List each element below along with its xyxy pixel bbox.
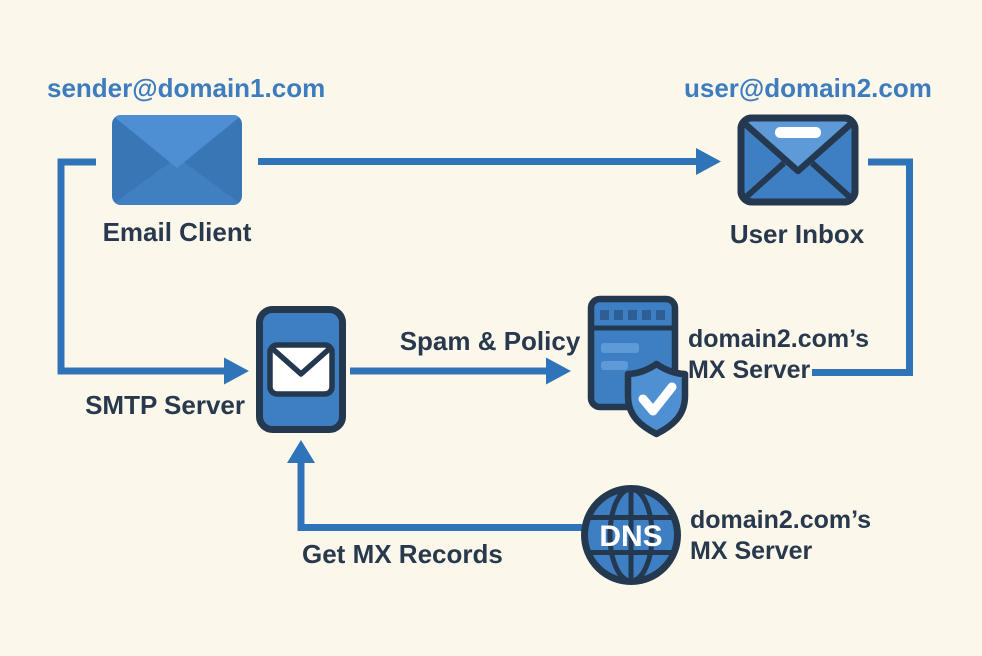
get-mx-records-label: Get MX Records <box>302 539 503 569</box>
email-client-label: Email Client <box>102 217 252 247</box>
smtp-server-icon <box>256 306 346 433</box>
shield-check-icon <box>624 360 689 438</box>
recipient-address-label: user@domain2.com <box>684 73 932 103</box>
dns-badge-text: DNS <box>599 520 662 553</box>
mx-server-icon <box>587 295 689 438</box>
arrowhead-into-smtp-icon <box>224 357 249 385</box>
dns-label-line1: domain2.com’s <box>690 506 872 534</box>
mx-server-label: domain2.com’s MX Server <box>688 324 869 386</box>
arrowhead-dns-to-smtp-icon <box>287 440 315 463</box>
dns-globe-icon: DNS <box>581 485 681 585</box>
user-inbox-label: User Inbox <box>729 219 865 249</box>
smtp-server-label: SMTP Server <box>85 390 245 420</box>
email-client-envelope-icon <box>112 115 242 205</box>
arrowhead-into-inbox-icon <box>696 148 721 175</box>
connector-dns-to-smtp <box>297 462 582 531</box>
dns-mx-server-label: domain2.com’s MX Server <box>690 505 871 567</box>
arrowhead-into-mx-icon <box>546 357 571 385</box>
connector-client-to-smtp <box>57 158 224 375</box>
user-inbox-envelope-icon <box>737 114 859 206</box>
dns-label-line2: MX Server <box>690 537 813 565</box>
mx-server-label-line2: MX Server <box>688 356 811 384</box>
spam-policy-label: Spam & Policy <box>399 326 581 356</box>
connector-mx-to-inbox <box>812 158 913 376</box>
mx-server-label-line1: domain2.com’s <box>688 325 870 353</box>
sender-address-label: sender@domain1.com <box>47 73 326 103</box>
